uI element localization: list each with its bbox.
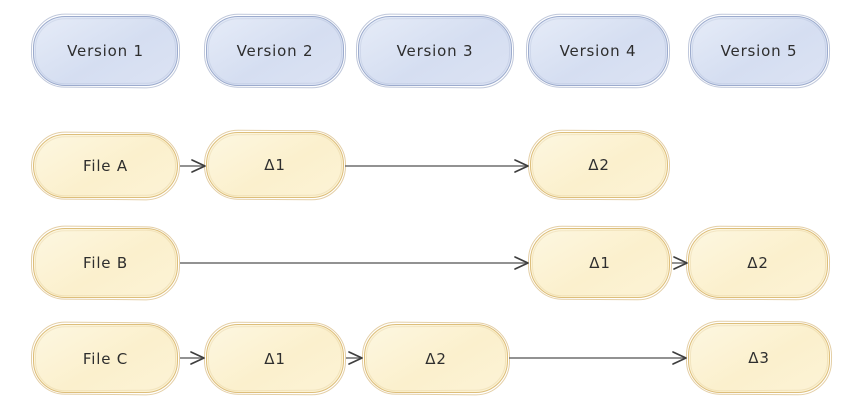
arrow-file-a-v1-v2: [180, 159, 206, 173]
file-b-delta-2-box: Δ2: [688, 228, 828, 298]
version-2-box: Version 2: [206, 16, 344, 86]
version-2-label: Version 2: [236, 42, 314, 60]
version-5-box: Version 5: [690, 16, 828, 86]
file-c-label: File C: [82, 349, 129, 368]
file-c-delta-1-box: Δ1: [206, 324, 344, 393]
version-1-label: Version 1: [67, 42, 144, 60]
file-c-delta-2-box: Δ2: [364, 324, 508, 393]
file-a-label: File A: [83, 157, 128, 175]
version-3-box: Version 3: [358, 16, 512, 86]
file-b-delta-1-label: Δ1: [589, 254, 611, 272]
arrow-file-c-v2-v3: [346, 351, 363, 365]
file-b-box: File B: [33, 228, 178, 298]
file-a-delta-2-box: Δ2: [530, 132, 668, 198]
file-c-delta-1-label: Δ1: [264, 349, 286, 368]
file-a-delta-2-label: Δ2: [588, 156, 610, 174]
file-b-delta-2-label: Δ2: [747, 254, 769, 272]
file-c-delta-2-label: Δ2: [425, 349, 447, 368]
arrow-file-b-v1-v4: [180, 256, 529, 270]
file-c-box: File C: [33, 324, 178, 393]
file-a-delta-1-box: Δ1: [206, 132, 344, 198]
file-b-label: File B: [83, 254, 128, 272]
arrow-file-b-v4-v5: [672, 256, 688, 270]
version-3-label: Version 3: [396, 42, 474, 60]
file-a-delta-1-label: Δ1: [264, 156, 286, 174]
file-a-box: File A: [33, 134, 178, 198]
file-c-delta-3-box: Δ3: [688, 323, 830, 393]
arrow-file-c-v3-v5: [509, 351, 687, 365]
file-c-delta-3-label: Δ3: [748, 349, 770, 367]
arrow-file-c-v1-v2: [180, 351, 205, 365]
file-b-delta-1-box: Δ1: [530, 228, 670, 298]
version-4-box: Version 4: [528, 16, 668, 86]
version-4-label: Version 4: [559, 42, 637, 60]
arrow-file-a-v2-v4: [345, 159, 529, 173]
version-1-box: Version 1: [33, 16, 178, 86]
version-5-label: Version 5: [720, 42, 798, 60]
